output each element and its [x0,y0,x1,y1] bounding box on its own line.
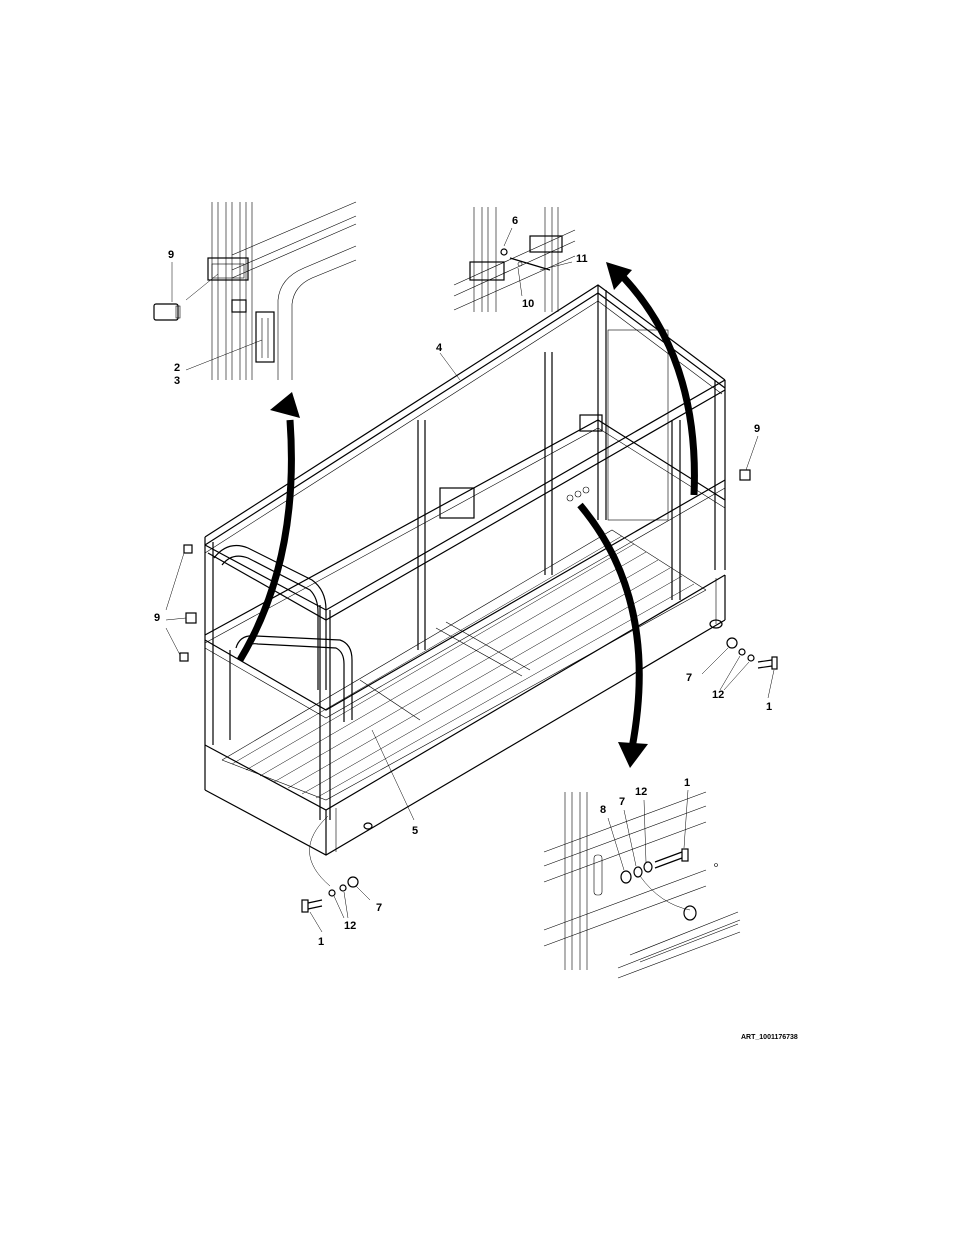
arrow-to-hinge-detail [240,392,300,660]
leader-lines [166,228,774,932]
callout-9-left: 9 [154,612,160,624]
callout-7-detail: 7 [619,796,625,808]
callout-6: 6 [512,215,518,227]
platform-assembly [180,285,750,855]
callout-3: 3 [174,375,180,387]
callout-8-detail: 8 [600,804,606,816]
callout-4: 4 [436,342,443,354]
detail-hinge-top-left [154,202,356,380]
callout-9-right: 9 [754,423,760,435]
hardware-bottom [302,877,358,912]
callout-1-detail: 1 [684,777,690,789]
callout-1-bottom: 1 [318,936,324,948]
callout-12-detail: 12 [635,786,647,798]
callout-1-right: 1 [766,701,772,713]
arrow-to-bracket-detail [606,262,694,495]
callout-12-right: 12 [712,689,724,701]
callout-10: 10 [522,298,534,310]
art-id-label: ART_1001176738 [741,1034,798,1041]
callout-7-bottom: 7 [376,902,382,914]
detail-bolt-assembly [544,792,740,978]
callout-9-hinge-detail: 9 [168,249,174,261]
callout-12-bottom: 12 [344,920,356,932]
callout-2: 2 [174,362,180,374]
callout-11: 11 [576,253,588,265]
callout-7-right: 7 [686,672,692,684]
hardware-right [727,638,777,669]
callout-5: 5 [412,825,418,837]
